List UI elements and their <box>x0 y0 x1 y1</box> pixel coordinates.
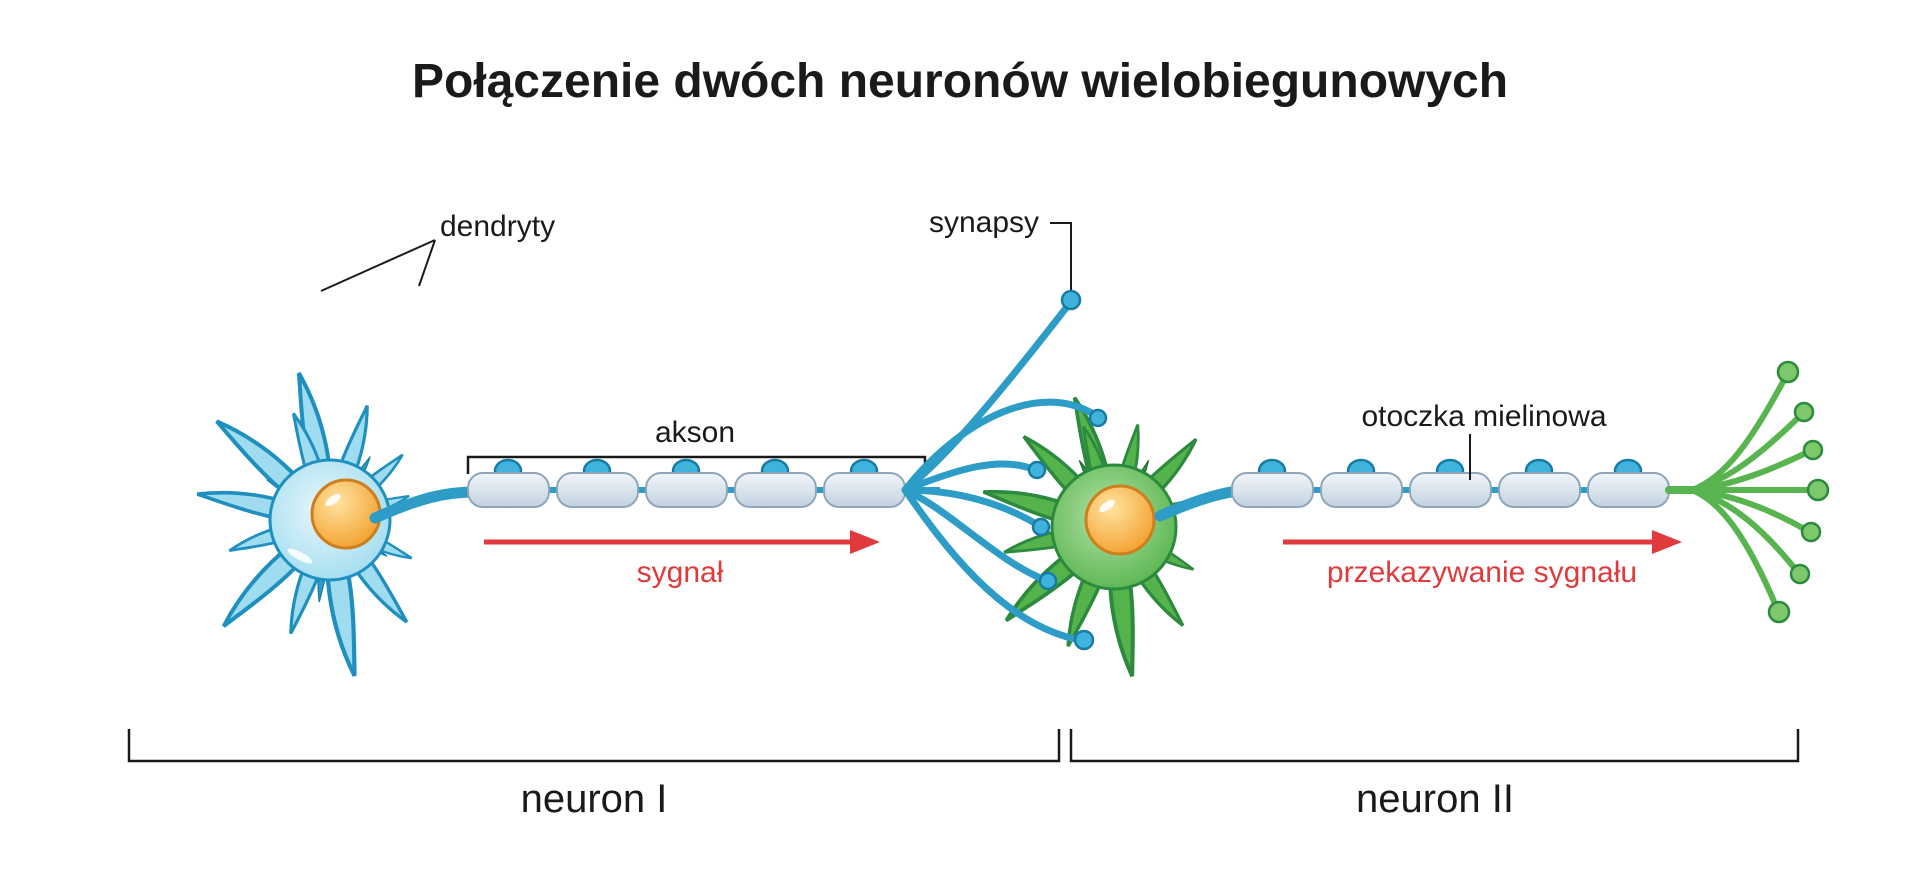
soma-highlight <box>287 548 313 564</box>
synapse-bulb <box>1088 408 1108 428</box>
terminal-knob <box>1793 401 1815 423</box>
neuron-2-annotation: neuron II <box>1069 729 1800 821</box>
synapses-pointer-line <box>1050 222 1072 290</box>
synapse-bulb <box>1060 289 1082 311</box>
dendrites-annotation: dendryty <box>320 210 555 292</box>
myelin-segment <box>1231 472 1314 508</box>
terminal-branch <box>1689 375 1788 493</box>
nucleus-highlight <box>325 493 341 507</box>
synapse-bulb <box>1031 517 1051 537</box>
signal-arrowhead <box>850 530 880 554</box>
transmission-arrowhead <box>1652 530 1682 554</box>
terminal-knob <box>1789 563 1811 585</box>
synapses-annotation: synapsy <box>929 206 1072 290</box>
myelin-segment <box>1498 472 1581 508</box>
myelin-segment <box>823 472 906 508</box>
axon-label: akson <box>655 416 735 449</box>
transmission-arrow-annotation: przekazywanie sygnału <box>1283 530 1682 589</box>
nucleus-highlight <box>1099 499 1115 513</box>
myelin-label: otoczka mielinowa <box>1361 400 1606 433</box>
synapse-bulb <box>1038 571 1058 591</box>
axon-2-illustration <box>1154 458 1700 522</box>
synapse-arm <box>901 398 1099 494</box>
neuron-1-bracket <box>127 729 1061 763</box>
neuron-1-illustration <box>193 369 418 678</box>
synapse-arm <box>901 460 1039 494</box>
terminal-knob <box>1767 600 1791 624</box>
neuron-1-annotation: neuron I <box>127 729 1061 821</box>
terminal-knob <box>1802 439 1824 461</box>
myelin-segment <box>734 472 817 508</box>
terminal-knob <box>1800 521 1822 543</box>
dendrites-pointer-line <box>320 239 436 292</box>
synapses-label: synapsy <box>929 206 1039 239</box>
page-title: Połączenie dwóch neuronów wielobiegunowy… <box>412 55 1508 108</box>
terminal-knob <box>1806 478 1830 502</box>
synapse-arm <box>901 486 1084 644</box>
signal-label: sygnał <box>637 556 724 589</box>
myelin-segment <box>1320 472 1403 508</box>
neuron-1-label: neuron I <box>521 777 668 821</box>
axon-hillock <box>369 486 481 524</box>
synapse-bulb <box>1073 629 1095 651</box>
myelin-segment <box>1409 472 1492 508</box>
neuron-1-nucleus <box>310 478 382 550</box>
neuron-2-bracket <box>1069 729 1800 763</box>
dendrites-pointer-line <box>418 239 436 287</box>
neuron-2-label: neuron II <box>1356 777 1514 821</box>
myelin-annotation: otoczka mielinowa <box>1361 400 1607 480</box>
synapse-bulb <box>1027 460 1047 480</box>
dendrites-label: dendryty <box>440 210 555 243</box>
myelin-segment <box>556 472 639 508</box>
axon-terminal-illustration <box>1665 360 1830 624</box>
synapse-arm <box>901 304 1070 494</box>
synapse-arm <box>901 486 1049 584</box>
synapse-arms <box>901 289 1108 651</box>
axon-1-illustration <box>369 458 940 524</box>
myelin-segment <box>467 472 550 508</box>
neuron-2-nucleus <box>1084 484 1156 556</box>
signal-arrow-annotation: sygnał <box>484 530 880 589</box>
neuron-2-illustration <box>978 393 1203 680</box>
terminal-knob <box>1776 360 1800 384</box>
transmission-label: przekazywanie sygnału <box>1327 556 1637 589</box>
myelin-segment <box>645 472 728 508</box>
synapse-arm <box>901 486 1042 529</box>
myelin-segment <box>1587 472 1670 508</box>
terminal-branch <box>1689 487 1779 609</box>
